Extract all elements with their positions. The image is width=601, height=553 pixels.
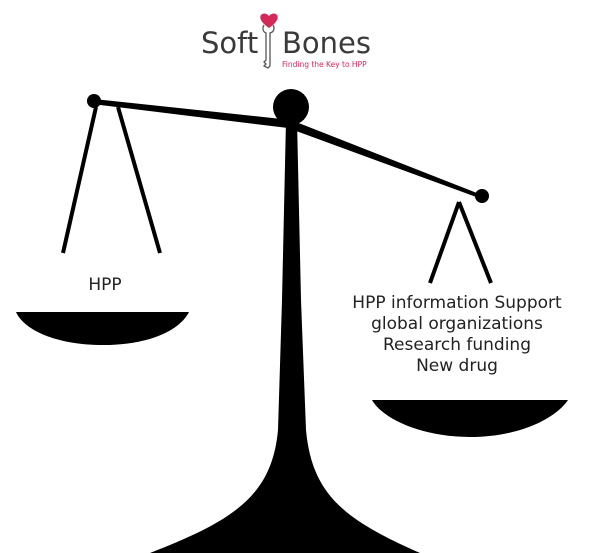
right-pan-item: New drug (416, 356, 498, 376)
right-hanger-string (457, 201, 493, 284)
right-hanger-string (428, 201, 461, 284)
left-pan-label: HPP (60, 275, 150, 296)
key-with-heart-icon (260, 13, 278, 69)
left-hanger-string (116, 106, 162, 254)
right-pan-item: Research funding (383, 335, 531, 355)
logo-word-bones: Bones (282, 26, 371, 60)
beam-end-right (475, 189, 489, 203)
beam-end-left (87, 94, 101, 108)
logo-word-soft: Soft (201, 26, 259, 60)
left-hanger-string (61, 106, 98, 254)
scale-knob (273, 89, 309, 125)
right-pan-label: HPP information Support global organizat… (322, 293, 592, 377)
right-pan (372, 400, 568, 437)
scale-pillar (150, 120, 420, 553)
right-pan-item: HPP information Support (352, 293, 562, 313)
soft-bones-logo: Soft Bones Finding the Key to HPP (196, 10, 376, 70)
right-pan-item: global organizations (371, 314, 543, 334)
left-pan (16, 312, 189, 345)
logo-tagline: Finding the Key to HPP (282, 60, 367, 69)
left-pan-item: HPP (88, 275, 122, 295)
